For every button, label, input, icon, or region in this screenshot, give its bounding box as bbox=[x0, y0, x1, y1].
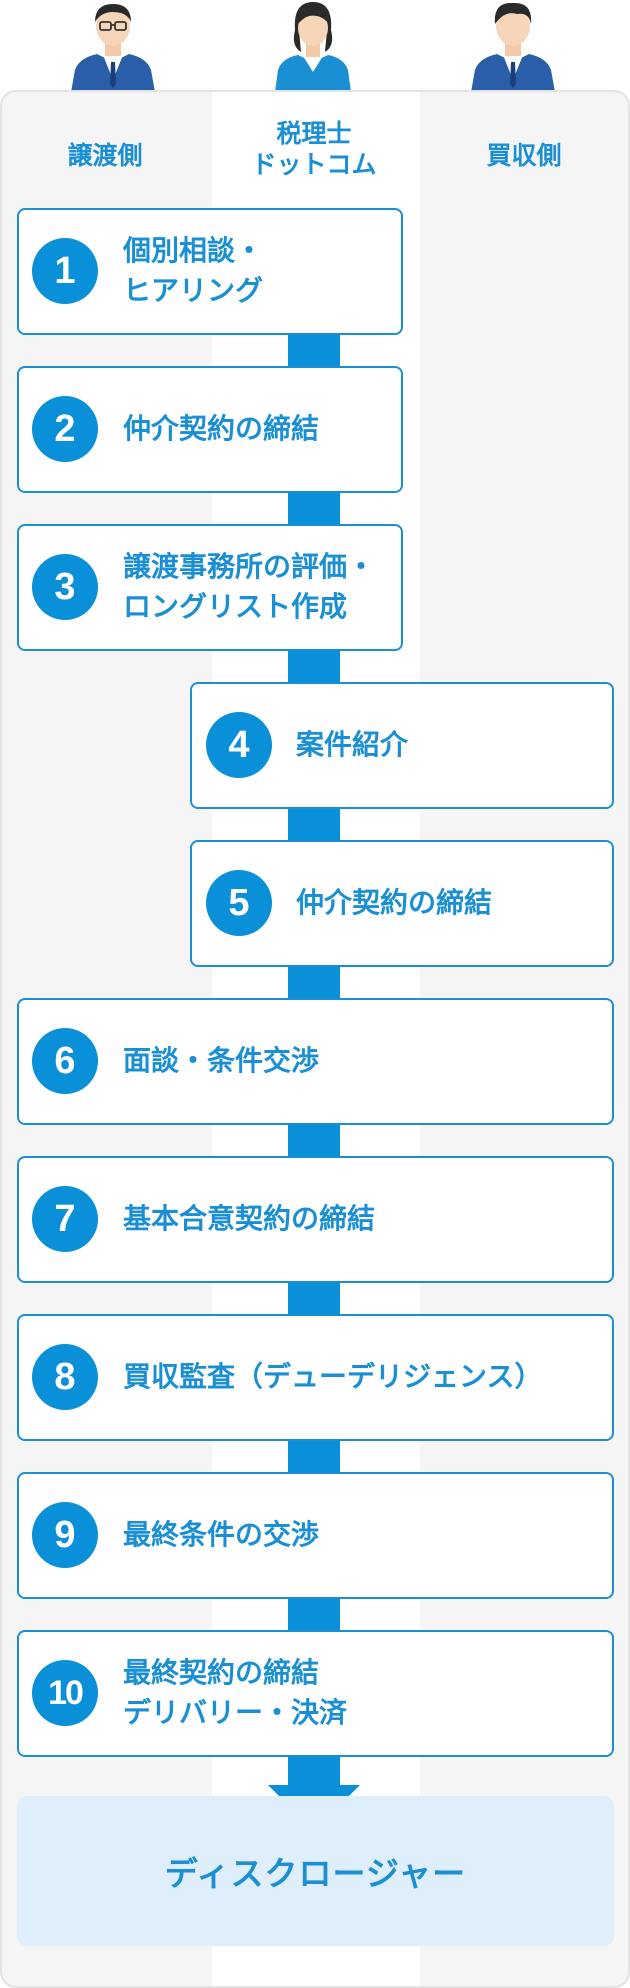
step-number-badge: 2 bbox=[32, 396, 98, 462]
step-label: 案件紹介 bbox=[296, 728, 409, 761]
step-label: 基本合意契約の締結 bbox=[123, 1202, 376, 1235]
column-header-advisor-line2: ドットコム bbox=[251, 150, 377, 179]
step-label: 買収監査（デューデリジェンス） bbox=[123, 1360, 543, 1393]
step-label: 譲渡事務所の評価・ロングリスト作成 bbox=[123, 550, 376, 623]
column-header-buyer: 買収側 bbox=[418, 140, 630, 171]
buyer-person-icon bbox=[465, 0, 561, 92]
column-header-seller-label: 譲渡側 bbox=[67, 141, 143, 170]
step-5: 5 仲介契約の締結 bbox=[190, 840, 614, 967]
step-label: 仲介契約の締結 bbox=[123, 412, 320, 445]
step-label: 仲介契約の締結 bbox=[296, 886, 493, 919]
step-10: 10 最終契約の締結デリバリー・決済 bbox=[17, 1630, 614, 1757]
final-stage-panel: ディスクロージャー bbox=[17, 1796, 614, 1946]
column-header-seller: 譲渡側 bbox=[0, 140, 210, 171]
step-number-badge: 9 bbox=[32, 1502, 98, 1568]
step-number-badge: 3 bbox=[32, 554, 98, 620]
step-number-badge: 6 bbox=[32, 1028, 98, 1094]
column-header-advisor-line1: 税理士 bbox=[276, 119, 352, 148]
step-8: 8 買収監査（デューデリジェンス） bbox=[17, 1314, 614, 1441]
step-9: 9 最終条件の交渉 bbox=[17, 1472, 614, 1599]
advisor-person-icon bbox=[265, 0, 361, 92]
step-number-badge: 7 bbox=[32, 1186, 98, 1252]
step-number-badge: 1 bbox=[32, 238, 98, 304]
step-6: 6 面談・条件交渉 bbox=[17, 998, 614, 1125]
step-number-badge: 4 bbox=[206, 712, 272, 778]
step-3: 3 譲渡事務所の評価・ロングリスト作成 bbox=[17, 524, 403, 651]
step-number-badge: 8 bbox=[32, 1344, 98, 1410]
seller-person-icon bbox=[65, 0, 161, 92]
step-label: 面談・条件交渉 bbox=[123, 1044, 320, 1077]
step-label: 最終契約の締結デリバリー・決済 bbox=[123, 1656, 348, 1729]
step-2: 2 仲介契約の締結 bbox=[17, 366, 403, 493]
column-header-advisor: 税理士 ドットコム bbox=[210, 118, 418, 180]
step-number-badge: 10 bbox=[32, 1660, 98, 1726]
step-1: 1 個別相談・ヒアリング bbox=[17, 208, 403, 335]
step-label: 最終条件の交渉 bbox=[123, 1518, 320, 1551]
step-label: 個別相談・ヒアリング bbox=[123, 234, 264, 307]
step-number-badge: 5 bbox=[206, 870, 272, 936]
final-stage-label: ディスクロージャー bbox=[164, 1854, 467, 1893]
column-header-buyer-label: 買収側 bbox=[486, 141, 562, 170]
step-4: 4 案件紹介 bbox=[190, 682, 614, 809]
step-7: 7 基本合意契約の締結 bbox=[17, 1156, 614, 1283]
